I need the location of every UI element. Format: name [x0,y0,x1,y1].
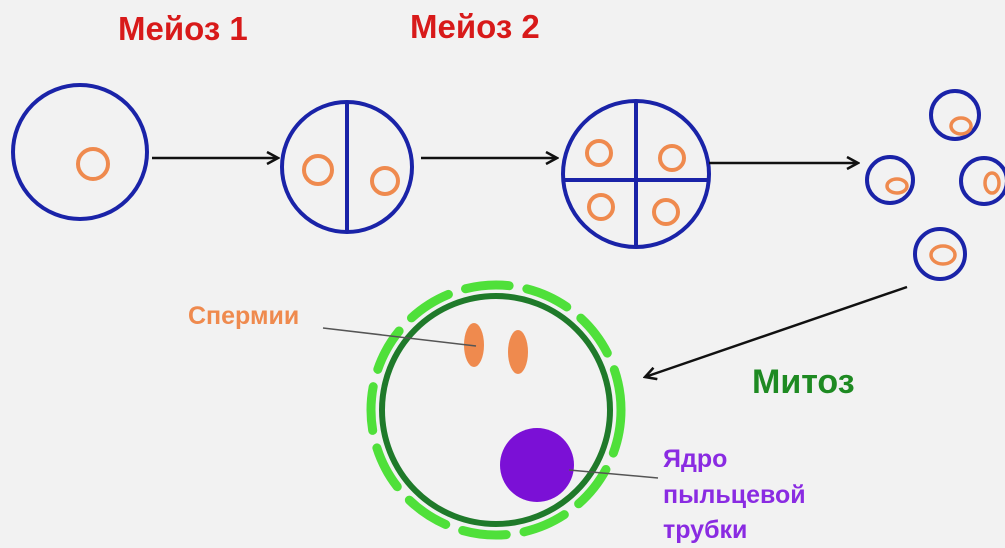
microspores [865,89,1005,281]
sperm-pointer [322,327,477,347]
tube-nucleus-label-2: пыльцевой [663,481,806,509]
pollen-exine [366,280,626,540]
sperm-cell-1 [464,323,484,367]
sperm-cell-2 [508,330,528,374]
meiosis-1-label: Мейоз 1 [118,10,248,47]
arrow-mitosis [645,285,908,377]
dyad-nucleus-right [370,166,400,196]
dyad-cell [280,100,414,234]
sperm-label: Спермии [188,302,299,330]
pollen-wall [379,293,613,527]
tube-nucleus-label-1: Ядро [663,445,727,473]
mother-cell-nucleus [76,147,110,181]
tube-nucleus [500,428,574,502]
mother-cell [11,83,149,221]
pollen-grain [366,280,626,540]
meiosis-2-label: Мейоз 2 [410,8,540,45]
dyad-nucleus-left [302,154,334,186]
tetrad-cell [561,99,711,249]
tube-nucleus-label-3: трубки [663,516,747,544]
tube-nucleus-pointer [568,469,659,479]
mitosis-label: Митоз [752,363,855,401]
